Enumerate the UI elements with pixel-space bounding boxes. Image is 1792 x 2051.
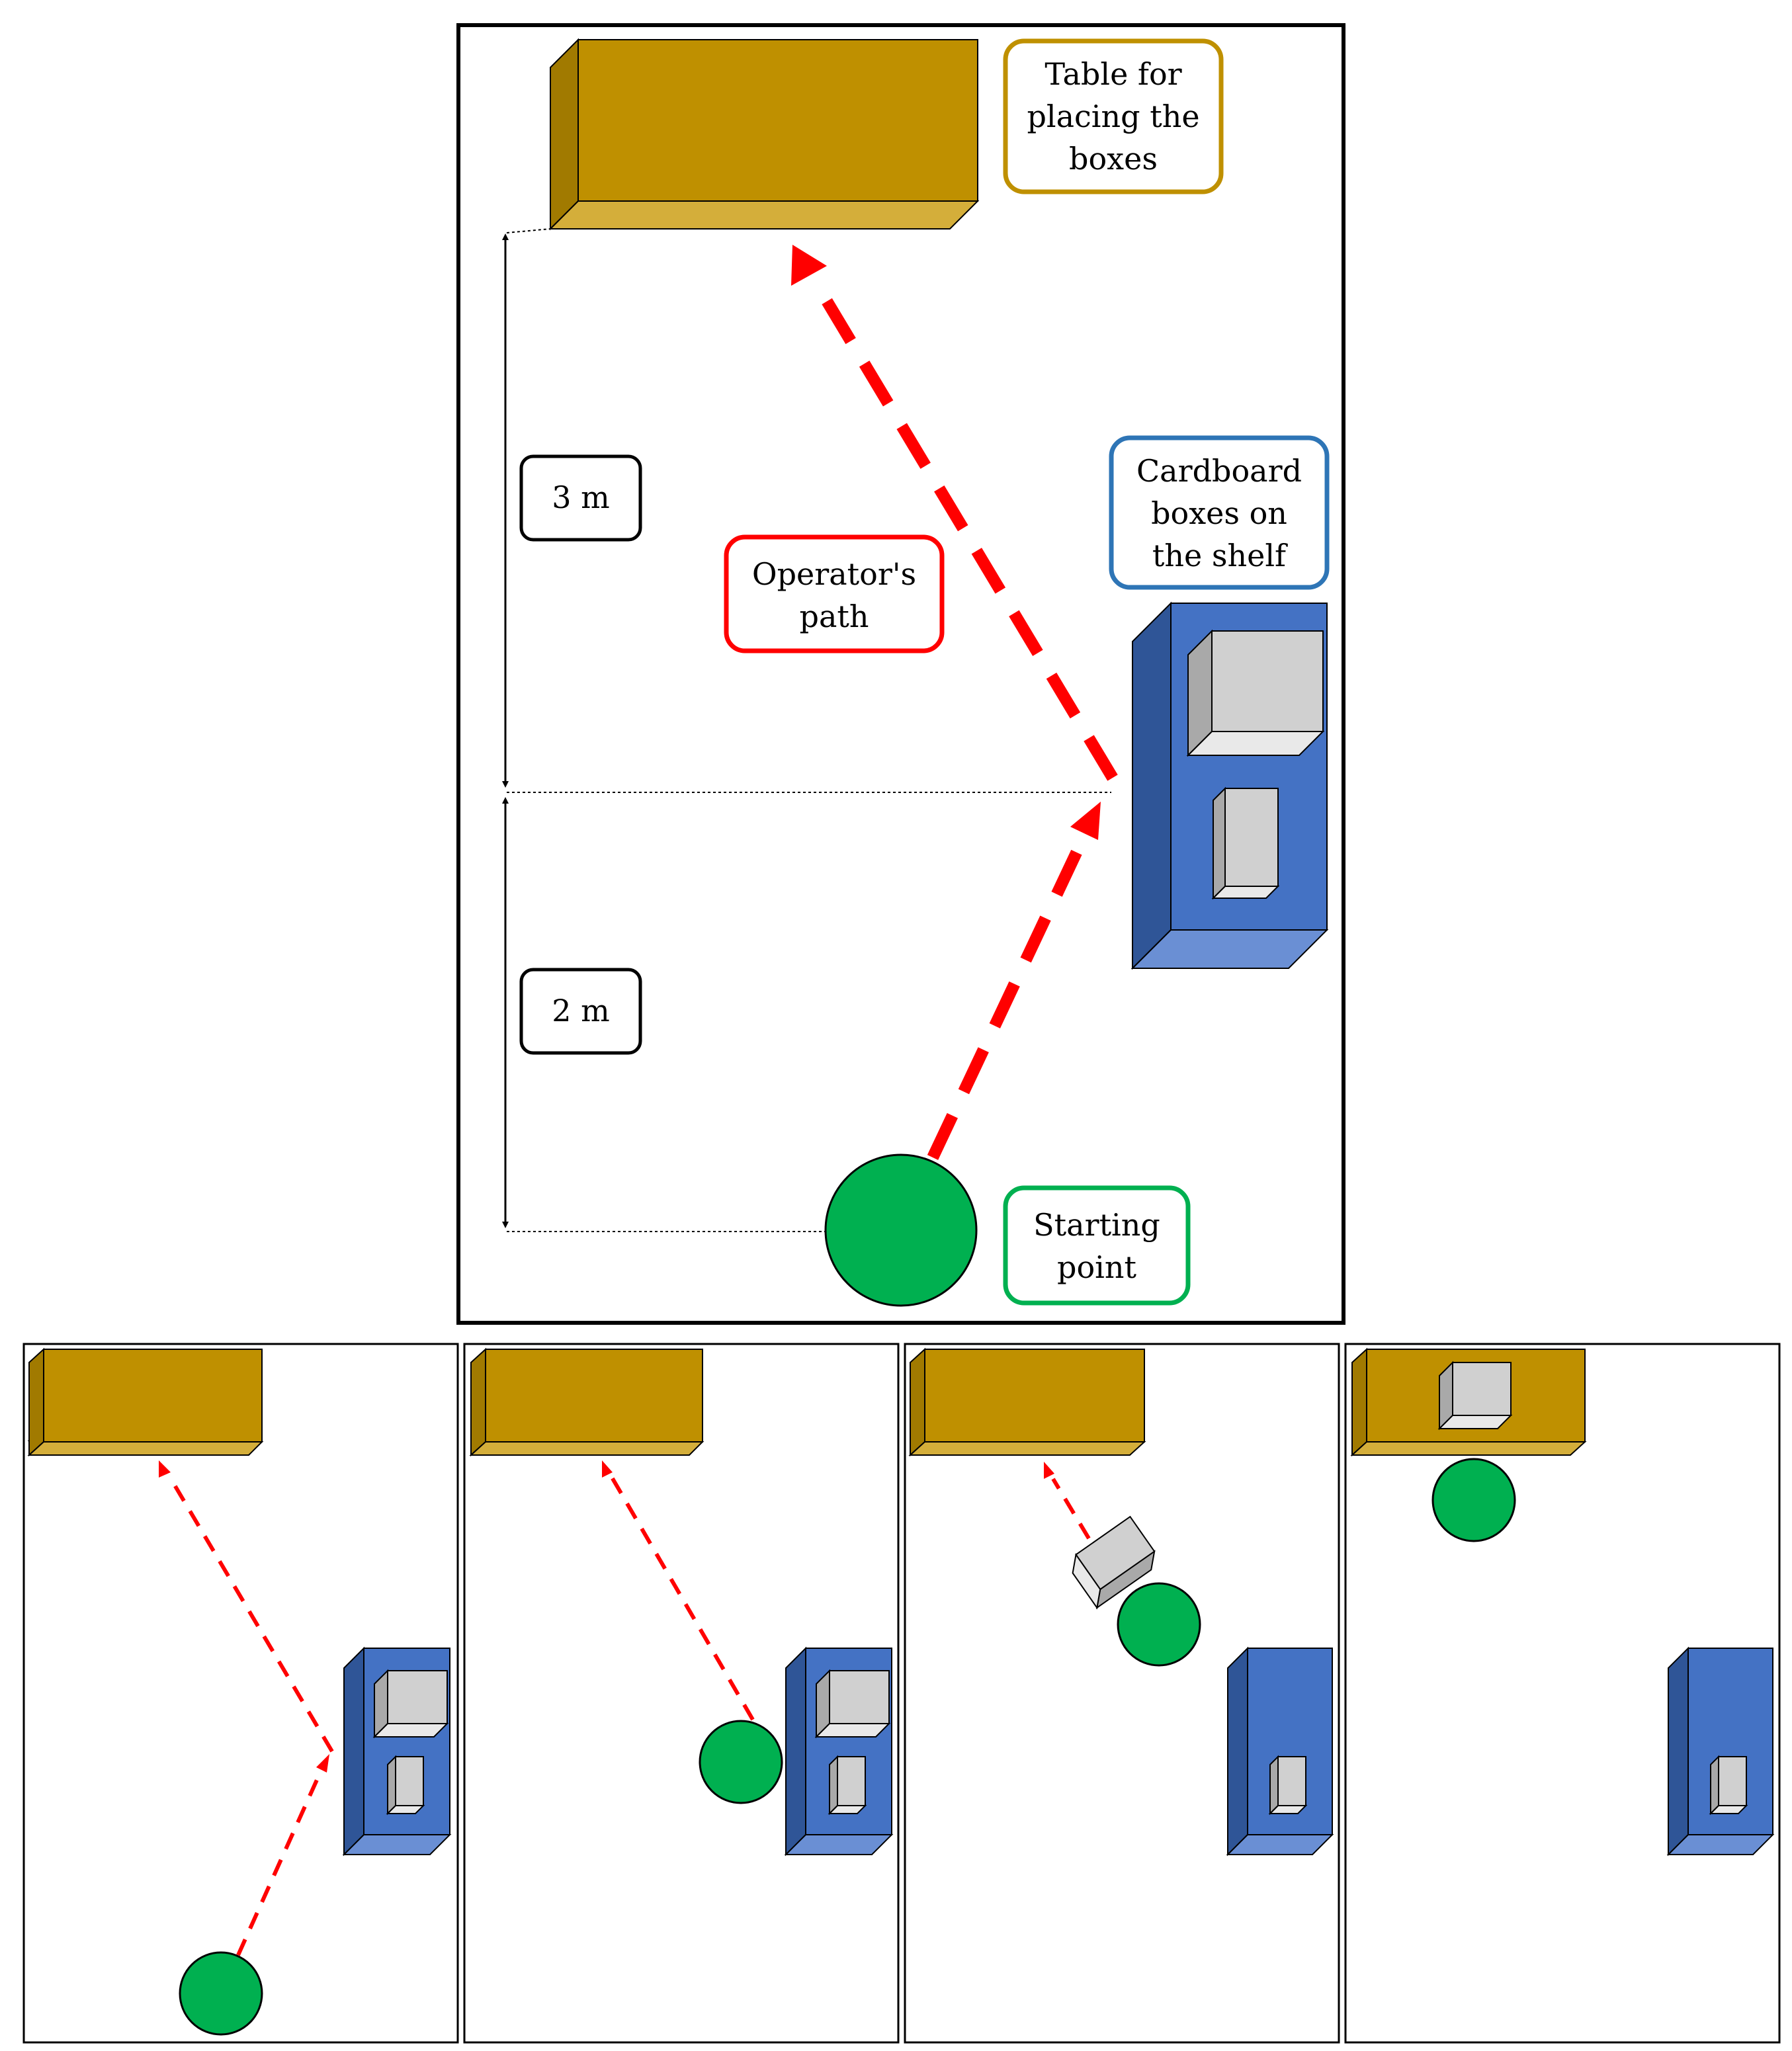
- label-shelf-line-2: boxes on: [1151, 495, 1287, 531]
- panel-2-path: [602, 1460, 755, 1721]
- panel-2-shelf: [784, 1646, 894, 1857]
- panel-4-operator: [1431, 1458, 1516, 1542]
- panel-1-box-small: [386, 1755, 425, 1816]
- operator-start: [824, 1153, 978, 1307]
- panel-4-table: [1350, 1347, 1587, 1457]
- table-side: [550, 38, 579, 231]
- cardboard-box-small: [1211, 786, 1280, 900]
- label-shelf-line-1: Cardboard: [1136, 453, 1302, 489]
- panel-1-operator: [179, 1951, 263, 2036]
- panel-1-shelf: [342, 1646, 452, 1857]
- panel-3-operator: [1117, 1582, 1201, 1667]
- table-bottom: [548, 200, 980, 230]
- label-path-box: [724, 534, 945, 653]
- label-table-line-1: Table for: [1045, 56, 1181, 92]
- sequence-panel-4: [1344, 1343, 1781, 2044]
- panel-3-box-small: [1268, 1755, 1308, 1816]
- path-arrowhead-to-table: [791, 245, 827, 286]
- distance-lower-text: 2 m: [552, 993, 610, 1028]
- panel-2-box-small: [828, 1755, 867, 1816]
- label-start-line-1: Starting: [1033, 1207, 1160, 1243]
- panel-1-table: [27, 1347, 264, 1457]
- panel-2-operator: [699, 1720, 783, 1804]
- panel-1-path: [159, 1460, 334, 1956]
- table: [548, 38, 980, 231]
- sequence-panel-1: [22, 1343, 459, 2044]
- distance-label-lower: 2 m: [519, 968, 642, 1055]
- cardboard-box-large: [1186, 629, 1325, 757]
- dimension-lines: [502, 228, 1111, 1232]
- panel-2-box-large: [814, 1669, 891, 1739]
- panel-4-shelf: [1666, 1646, 1775, 1857]
- panel-3-shelf: [1226, 1646, 1334, 1857]
- label-table: Table for placing the boxes: [1003, 38, 1224, 194]
- panel-3-table: [908, 1347, 1146, 1457]
- label-start: Starting point: [1003, 1185, 1191, 1306]
- label-shelf-line-3: the shelf: [1152, 538, 1288, 573]
- panel-3-carried-box: [1072, 1515, 1156, 1610]
- sequence-panel-3: [904, 1343, 1340, 2044]
- label-table-box: [1003, 38, 1224, 194]
- panel-2-table: [469, 1347, 704, 1457]
- label-table-line-3: boxes: [1069, 141, 1158, 177]
- shelf-side: [1132, 601, 1172, 970]
- panel-4-box-on-table: [1437, 1360, 1513, 1431]
- distance-label-upper: 3 m: [519, 454, 642, 542]
- panel-1-box-large: [372, 1669, 449, 1739]
- label-path-line-1: Operator's: [752, 556, 916, 592]
- label-path-line-2: path: [800, 599, 869, 634]
- operator-path: [791, 245, 1118, 1160]
- label-table-line-2: placing the: [1027, 99, 1199, 134]
- label-start-box: [1003, 1185, 1191, 1306]
- label-path: Operator's path: [724, 534, 945, 653]
- main-diagram: Table for placing the boxes: [456, 23, 1345, 1325]
- label-start-line-2: point: [1057, 1249, 1136, 1285]
- distance-upper-text: 3 m: [552, 480, 610, 515]
- label-shelf: Cardboard boxes on the shelf: [1109, 435, 1330, 590]
- table-top: [577, 39, 978, 202]
- label-shelf-box: [1109, 435, 1330, 590]
- panel-3-path: [1044, 1462, 1091, 1540]
- path-arrowhead-to-shelf: [1070, 802, 1101, 840]
- panel-4-box-small: [1709, 1755, 1748, 1816]
- sequence-panel-2: [463, 1343, 900, 2044]
- shelf: [1131, 601, 1329, 970]
